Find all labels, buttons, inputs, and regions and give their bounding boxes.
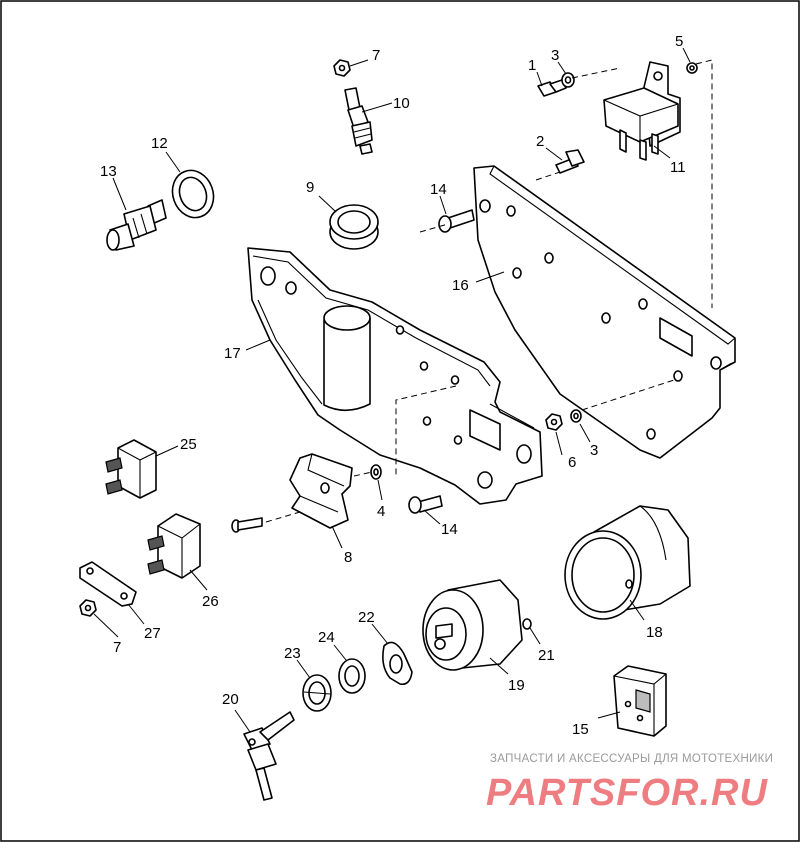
callout-16: 16 <box>452 277 469 294</box>
callout-23: 23 <box>284 645 301 662</box>
callout-5: 5 <box>675 33 683 50</box>
callout-11: 11 <box>670 159 686 176</box>
part-24-washer <box>338 658 366 694</box>
callout-12: 12 <box>151 135 168 152</box>
part-23-nut <box>302 674 332 712</box>
callout-24: 24 <box>318 629 335 646</box>
part-22-plate <box>382 641 413 686</box>
part-13-switch <box>106 199 167 251</box>
part-10-sensor <box>344 87 373 155</box>
callout-21: 21 <box>538 647 555 664</box>
callout-7-top: 7 <box>372 47 380 64</box>
part-21-screw <box>522 618 532 630</box>
part-7-nut-top <box>333 59 351 77</box>
assembly-dashed-lines <box>265 59 713 523</box>
watermark-brand: PARTSFOR.RU <box>486 772 768 814</box>
part-14-pin-upper <box>438 209 475 233</box>
watermark: ЗАПЧАСТИ И АКСЕССУАРЫ ДЛЯ МОТОТЕХНИКИ PA… <box>486 753 773 814</box>
callout-14-lower: 14 <box>441 521 458 538</box>
callout-27: 27 <box>144 625 161 642</box>
callout-14-top: 14 <box>430 181 447 198</box>
part-11-relay <box>603 61 681 161</box>
part-2-screw <box>555 149 585 174</box>
watermark-tagline: ЗАПЧАСТИ И АКСЕССУАРЫ ДЛЯ МОТОТЕХНИКИ <box>490 753 773 765</box>
callout-3-top: 3 <box>551 47 559 64</box>
leader-lines <box>93 47 691 733</box>
part-15-module <box>613 665 667 737</box>
callout-19: 19 <box>508 677 525 694</box>
callout-15: 15 <box>572 721 589 738</box>
part-3-washer-lower <box>570 409 582 423</box>
callout-3-lower: 3 <box>590 442 598 459</box>
part-14-pin-lower <box>408 495 443 514</box>
part-18-sleeve <box>564 505 691 620</box>
part-25-breaker <box>105 439 157 499</box>
callout-8: 8 <box>344 549 352 566</box>
part-7-nut-lower <box>79 599 97 617</box>
part-8-screw <box>231 517 263 533</box>
callout-22: 22 <box>358 609 375 626</box>
part-17-bracket <box>247 247 543 505</box>
callout-10: 10 <box>393 95 410 112</box>
part-6-nut <box>545 413 563 431</box>
callout-20: 20 <box>222 691 239 708</box>
part-5-nut <box>686 62 698 74</box>
part-8-clip-bracket <box>289 453 353 529</box>
part-4-washer <box>370 464 382 480</box>
part-26-breaker <box>147 513 201 579</box>
callout-25: 25 <box>180 436 197 453</box>
callout-1: 1 <box>528 57 536 74</box>
callout-9: 9 <box>306 179 314 196</box>
part-9-grommet <box>329 204 379 250</box>
part-27-strap <box>79 561 137 607</box>
part-12-gasket <box>171 169 215 219</box>
callout-6: 6 <box>568 454 576 471</box>
callout-4: 4 <box>377 503 385 520</box>
callout-17: 17 <box>224 345 241 362</box>
callout-7-lower: 7 <box>113 639 121 656</box>
part-16-plate <box>473 165 736 459</box>
callout-2: 2 <box>536 133 544 150</box>
callout-18: 18 <box>646 624 663 641</box>
callout-26: 26 <box>202 593 219 610</box>
callout-labels: 1 3 5 2 11 7 10 12 13 9 14 16 17 6 3 25 … <box>100 33 686 738</box>
part-3-washer-top <box>561 72 575 88</box>
part-19-ignition <box>422 579 523 671</box>
part-20-keys <box>243 711 295 801</box>
callout-13: 13 <box>100 163 117 180</box>
